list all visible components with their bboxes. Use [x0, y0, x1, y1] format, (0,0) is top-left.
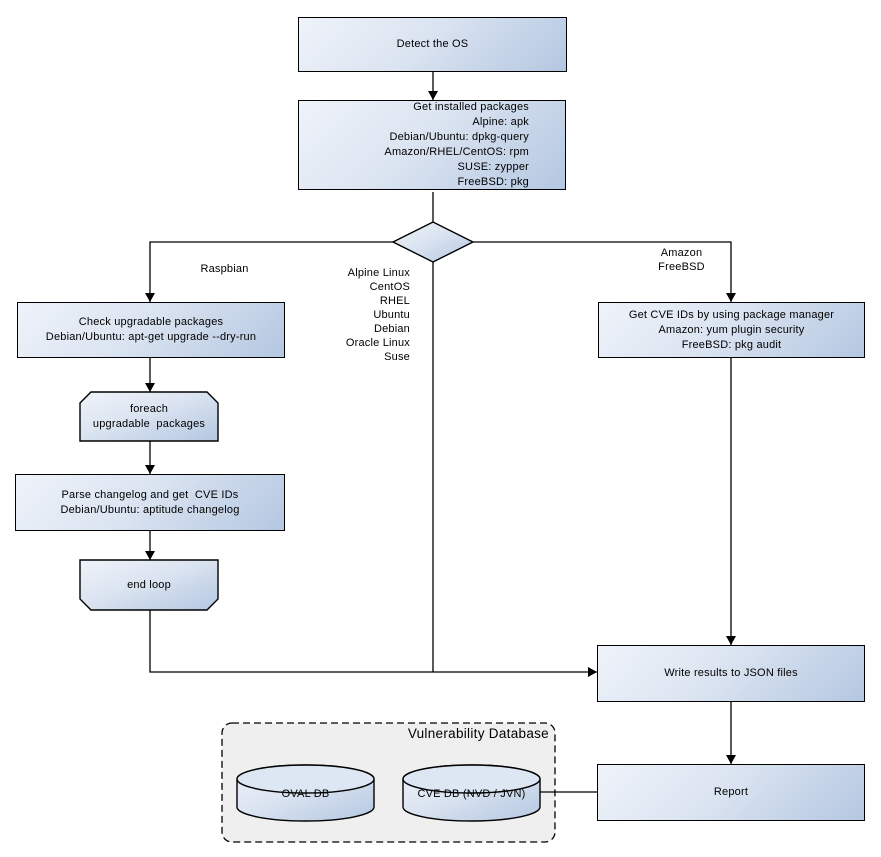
vulnerability-database-group-title: Vulnerability Database	[407, 726, 549, 741]
end-loop-label: end loop	[127, 578, 171, 591]
oval-db-label: OVAL DB	[281, 787, 330, 800]
os-decision-diamond	[391, 221, 475, 263]
edge-label-raspbian: Raspbian	[200, 263, 249, 275]
edge-endloop-to-write-results	[149, 610, 597, 677]
node-write-results: Write results to JSON files	[597, 645, 865, 702]
node-report: Report	[597, 764, 865, 821]
node-check-upgradable-packages: Check upgradable packages Debian/Ubuntu:…	[17, 302, 285, 358]
node-get-cve-ids: Get CVE IDs by using package manager Ama…	[598, 302, 865, 358]
node-detect-os: Detect the OS	[298, 17, 567, 72]
oval-db-cylinder	[236, 764, 375, 822]
node-get-installed-packages: Get installed packages Alpine: apk Debia…	[298, 100, 566, 190]
end-loop-shape	[79, 559, 219, 611]
node-parse-changelog: Parse changelog and get CVE IDs Debian/U…	[15, 474, 285, 531]
edge-label-amazon-freebsd: Amazon FreeBSD	[658, 247, 705, 273]
edge-label-os-list: Alpine Linux CentOS RHEL Ubuntu Debian O…	[345, 267, 410, 363]
edge-decision-to-check-upgradable	[145, 241, 393, 302]
edge-decision-to-get-cve	[473, 241, 736, 302]
cve-db-label: CVE DB (NVD / JVN)	[417, 787, 526, 800]
foreach-loop-shape	[79, 391, 219, 442]
foreach-loop-label: foreach upgradable packages	[92, 402, 206, 430]
cve-db-cylinder	[402, 764, 541, 822]
